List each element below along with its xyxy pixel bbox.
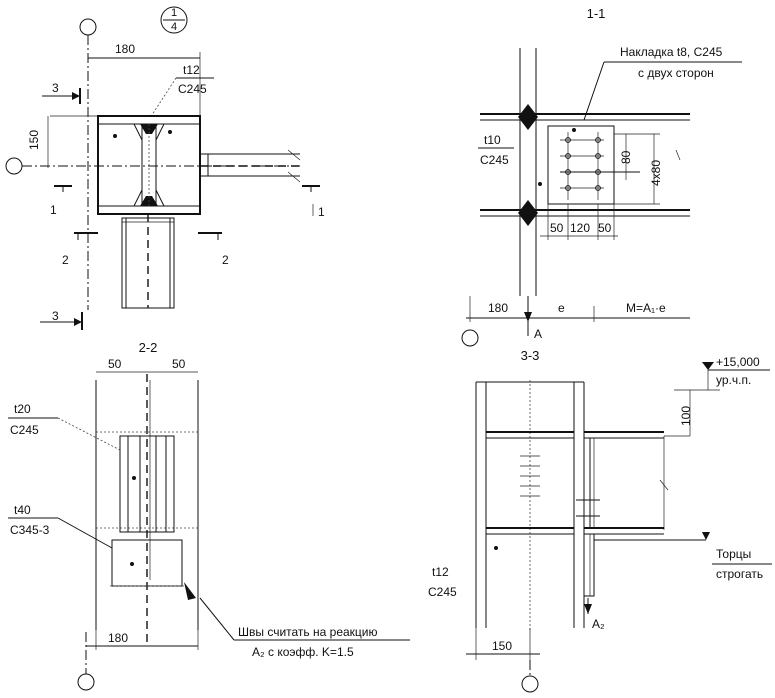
weld-note-line2: A₂ с коэфф. K=1.5 [252, 645, 354, 659]
section-mark-1-left: 1 [50, 203, 57, 217]
overlay-plate-label: Накладка t8, C245 [620, 45, 723, 59]
section-1-1-view: 1-1 Накладка t8, C245 с двух сторон t10 … [461, 6, 742, 347]
plate-thickness-label: t10 [484, 133, 501, 147]
grid-axis-marker-left [5, 157, 23, 175]
callout-top-number: 1 [171, 7, 177, 19]
detail-callout [160, 6, 188, 34]
section-mark-3-bottom: 3 [52, 309, 59, 323]
dimension-180: 180 [115, 42, 135, 56]
grid-axis-marker [521, 675, 539, 693]
section-mark-2-left: 2 [62, 253, 69, 267]
plan-view: 1 4 180 t12 C245 3 150 [5, 6, 325, 330]
plate-thickness-label: t12 [183, 63, 200, 77]
plate-steel-label: C245 [428, 585, 457, 599]
elevation-value: +15,000 [716, 355, 760, 369]
grid-axis-marker-top [79, 18, 97, 36]
section-mark-3-top: 3 [52, 81, 59, 95]
grid-axis-marker [77, 673, 95, 691]
column-head-box [97, 115, 201, 215]
weld-note-line1: Швы считать на реакцию [238, 625, 378, 639]
overlay-plate [547, 125, 615, 205]
plate-thickness-label: t12 [432, 565, 449, 579]
section-3-3-view: 3-3 +15,000 ур.ч.п. 100 [428, 348, 772, 693]
dimension-180: 180 [108, 631, 128, 645]
dimension-50-left: 50 [108, 357, 122, 371]
plate1-steel-label: C245 [10, 423, 39, 437]
plate2-steel-label: C345-3 [10, 523, 50, 537]
moment-formula: M=A₁·e [626, 301, 666, 315]
dimension-80: 80 [619, 150, 633, 164]
dimension-150: 150 [27, 130, 41, 150]
elevation-label: ур.ч.п. [716, 373, 751, 387]
bearing-plate [583, 533, 595, 597]
weld-marks [520, 455, 540, 497]
section-3-3-title: 3-3 [521, 348, 540, 363]
reaction-A2: A₂ [592, 617, 605, 631]
section-mark-1-right: 1 [318, 205, 325, 219]
section-2-2-title: 2-2 [139, 340, 158, 355]
dimension-150: 150 [492, 639, 512, 653]
ends-label-line1: Торцы [716, 547, 751, 561]
overlay-plate-note: с двух сторон [638, 66, 714, 80]
dimension-4x80: 4x80 [649, 160, 663, 186]
section-1-1-title: 1-1 [587, 6, 606, 21]
reaction-A: A [534, 327, 542, 341]
dimension-120: 120 [570, 221, 590, 235]
plate2-thickness-label: t40 [14, 503, 31, 517]
dimension-e: e [558, 301, 565, 315]
dimension-50-right: 50 [598, 221, 612, 235]
plate-steel-label: C245 [480, 153, 509, 167]
plate-steel-label: C245 [178, 82, 207, 96]
ends-label-line2: строгать [716, 567, 763, 581]
section-mark-2-right: 2 [222, 253, 229, 267]
dimension-180: 180 [488, 301, 508, 315]
plate1-thickness-label: t20 [14, 402, 31, 416]
plate-t20 [119, 435, 175, 533]
section-2-2-view: 2-2 50 50 t20 C245 t40 C345-3 [8, 340, 410, 691]
callout-bottom-number: 4 [171, 21, 177, 33]
bolt-group [560, 132, 640, 200]
dimension-50-right: 50 [172, 357, 186, 371]
dimension-100: 100 [679, 406, 693, 426]
dimension-50-left: 50 [550, 221, 564, 235]
grid-axis-marker [461, 329, 479, 347]
